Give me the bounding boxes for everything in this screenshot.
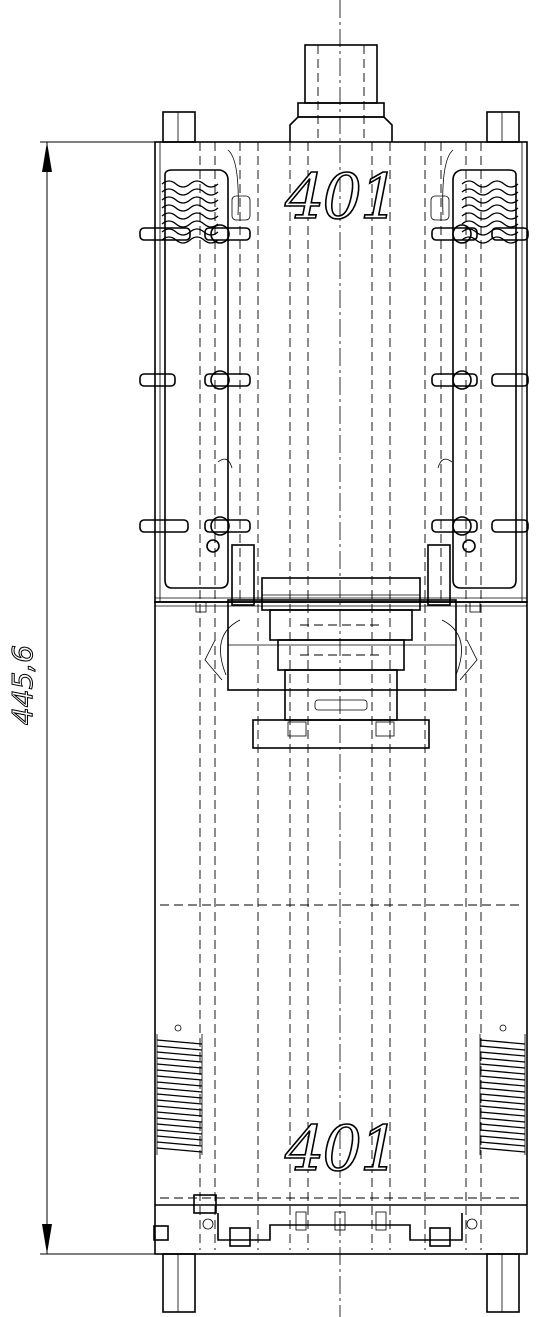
central-mechanism — [195, 544, 481, 749]
lower-springs — [156, 1024, 526, 1155]
upper-chambers — [164, 149, 517, 589]
top-marking: 401 — [284, 160, 397, 233]
bottom-base — [153, 1194, 527, 1247]
dimension-label: 445,6 — [6, 645, 39, 725]
height-dimension: 445,6 — [6, 141, 155, 1255]
top-terminal — [289, 44, 393, 142]
pins — [139, 224, 529, 553]
bottom-marking: 401 — [284, 1112, 397, 1185]
hidden-lines — [160, 142, 522, 1250]
lower-guide-posts — [162, 1253, 520, 1313]
housing-outline — [154, 141, 528, 1255]
